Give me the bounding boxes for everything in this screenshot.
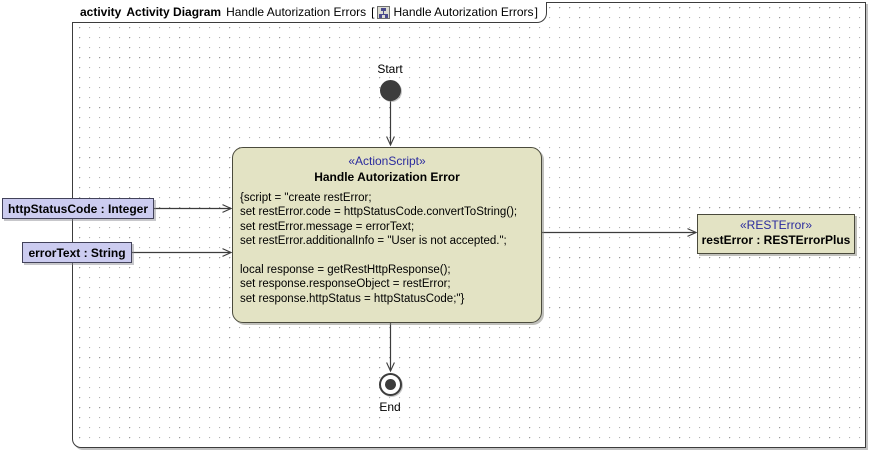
action-node-script: {script = "create restError; set restErr…	[240, 192, 518, 305]
output-object-node[interactable]: «RESTError» restError : RESTErrorPlus	[697, 214, 855, 254]
frame-keyword: activity	[80, 5, 122, 19]
end-node-label: End	[379, 400, 401, 414]
input-pin-httpstatuscode[interactable]: httpStatusCode : Integer	[2, 198, 154, 219]
input-pin-httpstatuscode-label: httpStatusCode : Integer	[8, 201, 148, 216]
input-pin-errortext-label: errorText : String	[28, 245, 126, 260]
bracket-open: [	[371, 5, 375, 19]
output-node-stereotype: «RESTError»	[739, 218, 813, 232]
frame-qualified-name: Handle Autorization Errors	[393, 5, 534, 19]
bracket-close: ]	[534, 5, 538, 19]
frame-diagram-type: Activity Diagram	[126, 5, 222, 19]
frame-diagram-name: Handle Autorization Errors	[226, 5, 367, 19]
output-node-title: restError : RESTErrorPlus	[701, 233, 851, 247]
activity-diagram-icon	[377, 5, 391, 19]
action-node-stereotype: «ActionScript»	[348, 154, 426, 168]
diagram-frame-header[interactable]: activity Activity Diagram Handle Autoriz…	[72, 2, 547, 23]
start-node[interactable]	[380, 80, 401, 101]
input-pin-errortext[interactable]: errorText : String	[22, 242, 132, 263]
action-node[interactable]: «ActionScript» Handle Autorization Error…	[232, 147, 542, 323]
start-node-label: Start	[377, 62, 403, 76]
end-node[interactable]	[379, 373, 402, 396]
action-node-title: Handle Autorization Error	[314, 170, 460, 184]
